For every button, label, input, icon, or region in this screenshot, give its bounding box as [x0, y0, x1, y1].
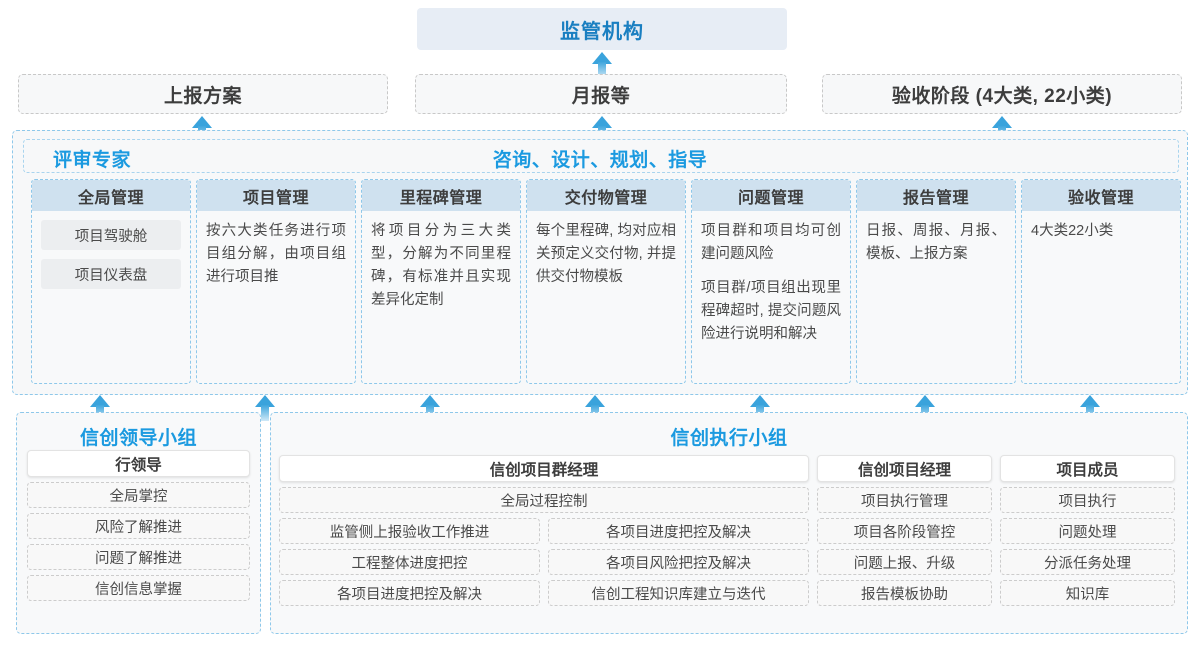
leadership-group-title: 信创领导小组	[79, 428, 197, 449]
consulting-panel: 评审专家 咨询、设计、规划、指导 全局管理 项目驾驶舱 项目仪表盘 项目管理 按…	[12, 130, 1188, 395]
task-chip[interactable]: 项目各阶段管控	[817, 518, 992, 544]
task-chip[interactable]: 分派任务处理	[1000, 549, 1175, 575]
mgmt-paragraph: 按六大类任务进行项目组分解，由项目组进行项目推	[206, 223, 346, 285]
execution-columns: 信创项目群经理 全局过程控制 监管侧上报验收工作推进 工程整体进度把控 各项目进…	[279, 455, 1181, 625]
project-manager-block: 信创项目经理 项目执行管理 项目各阶段管控 问题上报、升级 报告模板协助	[817, 455, 992, 625]
role-header-bank-leader[interactable]: 行领导	[27, 450, 250, 477]
mgmt-column-title: 全局管理	[32, 180, 190, 211]
project-member-block: 项目成员 项目执行 问题处理 分派任务处理 知识库	[1000, 455, 1175, 625]
mgmt-column-title: 问题管理	[692, 180, 850, 211]
mgmt-paragraph: 将项目分为三大类型，分解为不同里程碑，有标准并且实现差异化定制	[371, 223, 511, 308]
report-box-monthly[interactable]: 月报等	[415, 74, 787, 114]
task-chip[interactable]: 全局掌控	[27, 482, 250, 508]
role-header-program-manager[interactable]: 信创项目群经理	[279, 455, 809, 482]
mgmt-paragraph: 项目群和项目均可创建问题风险	[701, 223, 841, 262]
task-chip[interactable]: 问题处理	[1000, 518, 1175, 544]
task-chip[interactable]: 各项目进度把控及解决	[279, 580, 540, 606]
task-chip[interactable]: 监管侧上报验收工作推进	[279, 518, 540, 544]
mgmt-column-body: 将项目分为三大类型，分解为不同里程碑，有标准并且实现差异化定制	[362, 211, 520, 312]
mgmt-column-deliverable[interactable]: 交付物管理 每个里程碑, 均对应相关预定义交付物, 并提供交付物模板	[526, 179, 686, 384]
task-chip[interactable]: 知识库	[1000, 580, 1175, 606]
mgmt-column-body: 日报、周报、月报、模板、上报方案	[857, 211, 1015, 266]
role-header-project-member[interactable]: 项目成员	[1000, 455, 1175, 482]
mgmt-column-milestone[interactable]: 里程碑管理 将项目分为三大类型，分解为不同里程碑，有标准并且实现差异化定制	[361, 179, 521, 384]
arrow-up-to-regulator	[592, 52, 612, 78]
program-manager-tasks-right: 各项目进度把控及解决 各项目风险把控及解决 信创工程知识库建立与迭代	[548, 518, 809, 611]
consulting-title-bar	[23, 139, 1179, 173]
mgmt-column-title: 验收管理	[1022, 180, 1180, 211]
mgmt-column-title: 里程碑管理	[362, 180, 520, 211]
mgmt-column-body: 每个里程碑, 均对应相关预定义交付物, 并提供交付物模板	[527, 211, 685, 289]
mgmt-column-body: 项目群和项目均可创建问题风险 项目群/项目组出现里程碑超时, 提交问题风险进行说…	[692, 211, 850, 346]
task-chip[interactable]: 信创信息掌握	[27, 575, 250, 601]
review-expert-title: 评审专家	[53, 150, 132, 171]
program-manager-task-columns: 监管侧上报验收工作推进 工程整体进度把控 各项目进度把控及解决 各项目进度把控及…	[279, 518, 809, 611]
mgmt-column-global[interactable]: 全局管理 项目驾驶舱 项目仪表盘	[31, 179, 191, 384]
mgmt-paragraph: 项目群/项目组出现里程碑超时, 提交问题风险进行说明和解决	[701, 279, 841, 342]
execution-group-title: 信创执行小组	[670, 428, 788, 449]
mgmt-paragraph: 每个里程碑, 均对应相关预定义交付物, 并提供交付物模板	[536, 223, 676, 285]
mgmt-chip[interactable]: 项目驾驶舱	[41, 220, 181, 250]
program-manager-tasks-left: 监管侧上报验收工作推进 工程整体进度把控 各项目进度把控及解决	[279, 518, 540, 611]
mgmt-column-project[interactable]: 项目管理 按六大类任务进行项目组分解，由项目组进行项目推	[196, 179, 356, 384]
task-chip[interactable]: 各项目风险把控及解决	[548, 549, 809, 575]
task-chip[interactable]: 全局过程控制	[279, 487, 809, 513]
task-chip[interactable]: 问题了解推进	[27, 544, 250, 570]
arrow-up-col-1	[255, 395, 275, 421]
task-chip[interactable]: 报告模板协助	[817, 580, 992, 606]
mgmt-column-title: 交付物管理	[527, 180, 685, 211]
report-box-acceptance[interactable]: 验收阶段 (4大类, 22小类)	[822, 74, 1182, 114]
mgmt-paragraph: 日报、周报、月报、模板、上报方案	[866, 223, 1006, 262]
mgmt-column-acceptance[interactable]: 验收管理 4大类22小类	[1021, 179, 1181, 384]
task-chip[interactable]: 各项目进度把控及解决	[548, 518, 809, 544]
task-chip[interactable]: 信创工程知识库建立与迭代	[548, 580, 809, 606]
mgmt-column-body: 4大类22小类	[1022, 211, 1180, 243]
mgmt-column-title: 项目管理	[197, 180, 355, 211]
task-chip[interactable]: 风险了解推进	[27, 513, 250, 539]
mgmt-paragraph: 4大类22小类	[1031, 223, 1114, 239]
leadership-group-panel: 信创领导小组 行领导 全局掌控 风险了解推进 问题了解推进 信创信息掌握	[16, 412, 261, 634]
mgmt-column-title: 报告管理	[857, 180, 1015, 211]
mgmt-chip[interactable]: 项目仪表盘	[41, 259, 181, 289]
role-header-project-manager[interactable]: 信创项目经理	[817, 455, 992, 482]
mgmt-column-report[interactable]: 报告管理 日报、周报、月报、模板、上报方案	[856, 179, 1016, 384]
program-manager-block: 信创项目群经理 全局过程控制 监管侧上报验收工作推进 工程整体进度把控 各项目进…	[279, 455, 809, 625]
regulator-banner: 监管机构	[417, 8, 787, 50]
consulting-services-title: 咨询、设计、规划、指导	[492, 150, 708, 171]
report-box-plan[interactable]: 上报方案	[18, 74, 388, 114]
mgmt-column-body: 按六大类任务进行项目组分解，由项目组进行项目推	[197, 211, 355, 289]
mgmt-column-body: 项目驾驶舱 项目仪表盘	[32, 211, 190, 289]
task-chip[interactable]: 项目执行	[1000, 487, 1175, 513]
mgmt-column-issue[interactable]: 问题管理 项目群和项目均可创建问题风险 项目群/项目组出现里程碑超时, 提交问题…	[691, 179, 851, 384]
execution-group-panel: 信创执行小组 信创项目群经理 全局过程控制 监管侧上报验收工作推进 工程整体进度…	[270, 412, 1188, 634]
task-chip[interactable]: 问题上报、升级	[817, 549, 992, 575]
task-chip[interactable]: 工程整体进度把控	[279, 549, 540, 575]
task-chip[interactable]: 项目执行管理	[817, 487, 992, 513]
